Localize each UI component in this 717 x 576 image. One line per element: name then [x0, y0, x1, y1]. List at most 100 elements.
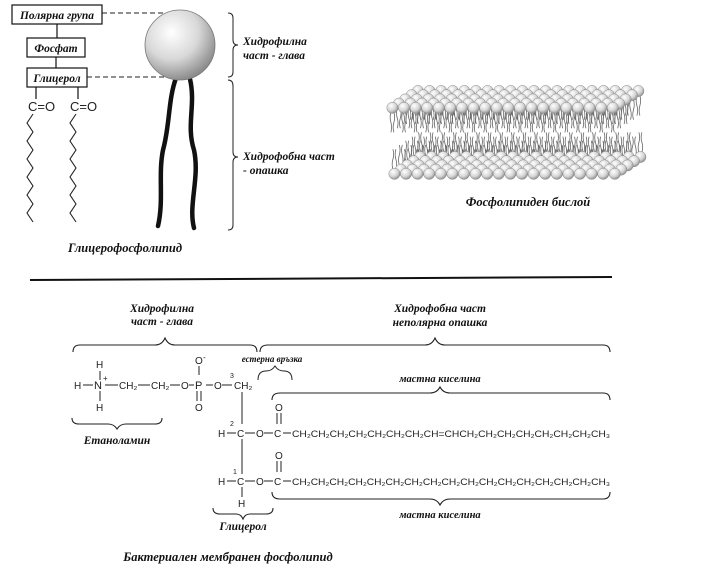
bilayer-bottom-head: [481, 167, 494, 180]
lipid-tail-1: [155, 75, 179, 229]
bottom-hydrophobic-line1: Хидрофобна част: [393, 303, 486, 315]
bilayer-top-head: [537, 101, 550, 114]
fatty-acid-label-bottom: мастна киселина: [398, 510, 480, 521]
atom-h-top: H: [96, 360, 103, 371]
zigzag-tail-1: [26, 113, 34, 223]
ethanolamine-label: Етаноламин: [83, 435, 151, 447]
hydrophobic-brace: [227, 79, 239, 231]
phosphate-label: Фосфат: [34, 43, 77, 55]
lipid-head-sphere: [144, 9, 216, 81]
charge-minus: -: [203, 353, 206, 362]
section-divider: [29, 276, 613, 281]
bilayer-bottom-head: [574, 167, 586, 180]
atom-o1: O: [181, 381, 189, 392]
bilayer-top-head: [398, 101, 410, 114]
bilayer-top-head: [548, 101, 561, 114]
hydrophobic-label-line1: Хидрофобна част: [242, 151, 335, 163]
glycerol-label: Глицерол: [32, 73, 80, 85]
carbonyl-label-1: C=O: [28, 99, 55, 114]
bacterial-phospholipid-structure: Хидрофилна част - глава Хидрофобна част …: [71, 303, 611, 564]
glycerol-bottom-label: Глицерол: [218, 521, 266, 533]
atom-h-c1-bottom: H: [238, 499, 245, 510]
bottom-hydrophobic-line2: неполярна опашка: [393, 317, 488, 329]
hydrophilic-brace: [227, 12, 239, 78]
bilayer-bottom-head: [504, 167, 517, 180]
atom-p: P: [195, 380, 202, 392]
bilayer-bottom-head: [423, 167, 436, 180]
ester-bond-label: естерна връзка: [242, 354, 303, 364]
lipid-tail-2: [187, 76, 198, 231]
bilayer-bottom-head: [527, 167, 540, 180]
bilayer-top-head: [525, 101, 538, 114]
lipid-molecule-illustration: [144, 9, 216, 231]
bilayer-top-head: [479, 101, 492, 114]
bilayer-bottom-head: [562, 167, 575, 180]
bacterial-phospholipid-caption: Бактериален мембранен фосфолипид: [122, 550, 332, 564]
atom-h-c1: H: [218, 477, 225, 488]
bilayer-bottom-head: [608, 167, 621, 180]
locant-2: 2: [230, 421, 234, 428]
locant-3: 3: [230, 373, 234, 380]
atom-c-ester-2: C: [274, 477, 281, 488]
bottom-hydrophobic-brace: [259, 336, 611, 353]
carbonyl-label-2: C=O: [70, 99, 97, 114]
polar-group-label: Полярна група: [19, 10, 94, 22]
bottom-hydrophilic-brace: [72, 336, 258, 353]
atom-h-bottom: H: [96, 403, 103, 414]
bilayer-top-head: [502, 101, 515, 114]
bilayer-top-head: [444, 101, 457, 114]
atom-ch2-a: CH₂: [119, 381, 137, 392]
bottom-hydrophilic-line1: Хидрофилна: [129, 303, 194, 315]
bilayer-top-head: [606, 101, 619, 114]
fatty-acid-label-top: мастна киселина: [398, 374, 480, 385]
atom-h-c2: H: [218, 429, 225, 440]
atom-c1: C: [237, 477, 244, 488]
glycerol-brace: [212, 507, 274, 521]
atom-o-double-1: O: [275, 403, 283, 414]
bilayer-bottom-head: [458, 167, 470, 180]
atom-o-top: O: [195, 356, 203, 367]
fatty-acid-chain-2: CH₂CH₂CH₂CH₂CH₂CH₂CH₂CH₂CH₂CH₂CH₂CH₂CH₂C…: [292, 477, 610, 487]
atom-h-left: H: [74, 381, 81, 392]
hydrophobic-label-line2: - опашка: [243, 165, 289, 177]
atom-ch2-b: CH₂: [151, 381, 169, 392]
bilayer-bottom-head: [434, 167, 447, 180]
locant-1: 1: [233, 469, 237, 476]
phospholipid-bilayer: [386, 85, 647, 180]
bilayer-bottom-head: [585, 167, 598, 180]
bilayer-bottom-head: [550, 167, 563, 180]
charge-plus: +: [103, 374, 108, 383]
bilayer-bottom-head: [400, 167, 412, 180]
atom-o-bottom: O: [195, 403, 203, 414]
top-brace-labels: Хидрофилна част - глава Хидрофобна част …: [227, 12, 335, 231]
atom-o2: O: [214, 381, 222, 392]
bilayer-top-head: [432, 101, 445, 114]
bilayer-bottom-head: [516, 167, 528, 180]
fatty-acid-chain-1: CH₂CH₂CH₂CH₂CH₂CH₂CH₂CH=CHCH₂CH₂CH₂CH₂CH…: [292, 429, 610, 439]
bilayer-bottom-head: [492, 167, 505, 180]
hydrophilic-label-line2: част - глава: [243, 50, 305, 62]
atom-o-double-2: O: [275, 451, 283, 462]
bilayer-bottom-head: [539, 167, 552, 180]
bilayer-top-head: [514, 101, 526, 114]
bilayer-top-head: [467, 101, 480, 114]
bilayer-top-head: [490, 101, 503, 114]
bilayer-bottom-head: [388, 167, 401, 180]
bilayer-bottom-head: [469, 167, 482, 180]
bilayer-bottom-head: [597, 167, 610, 180]
bilayer-top-head: [421, 101, 434, 114]
bilayer-top-head: [595, 101, 608, 114]
bottom-hydrophilic-line2: част - глава: [131, 316, 193, 328]
fatty-acid-brace-bottom: [271, 491, 611, 507]
zigzag-tail-2: [69, 113, 77, 223]
bilayer-top-head: [572, 101, 584, 114]
bilayer-bottom-head: [446, 167, 459, 180]
bilayer-top-head: [560, 101, 573, 114]
bilayer-caption: Фосфолипиден бислой: [466, 195, 590, 209]
atom-c2: C: [237, 429, 244, 440]
bilayer-top-head: [456, 101, 468, 114]
atom-ch2-c: CH₂: [234, 381, 252, 392]
bilayer-top-head: [386, 101, 399, 114]
fatty-acid-brace-top: [271, 385, 611, 401]
